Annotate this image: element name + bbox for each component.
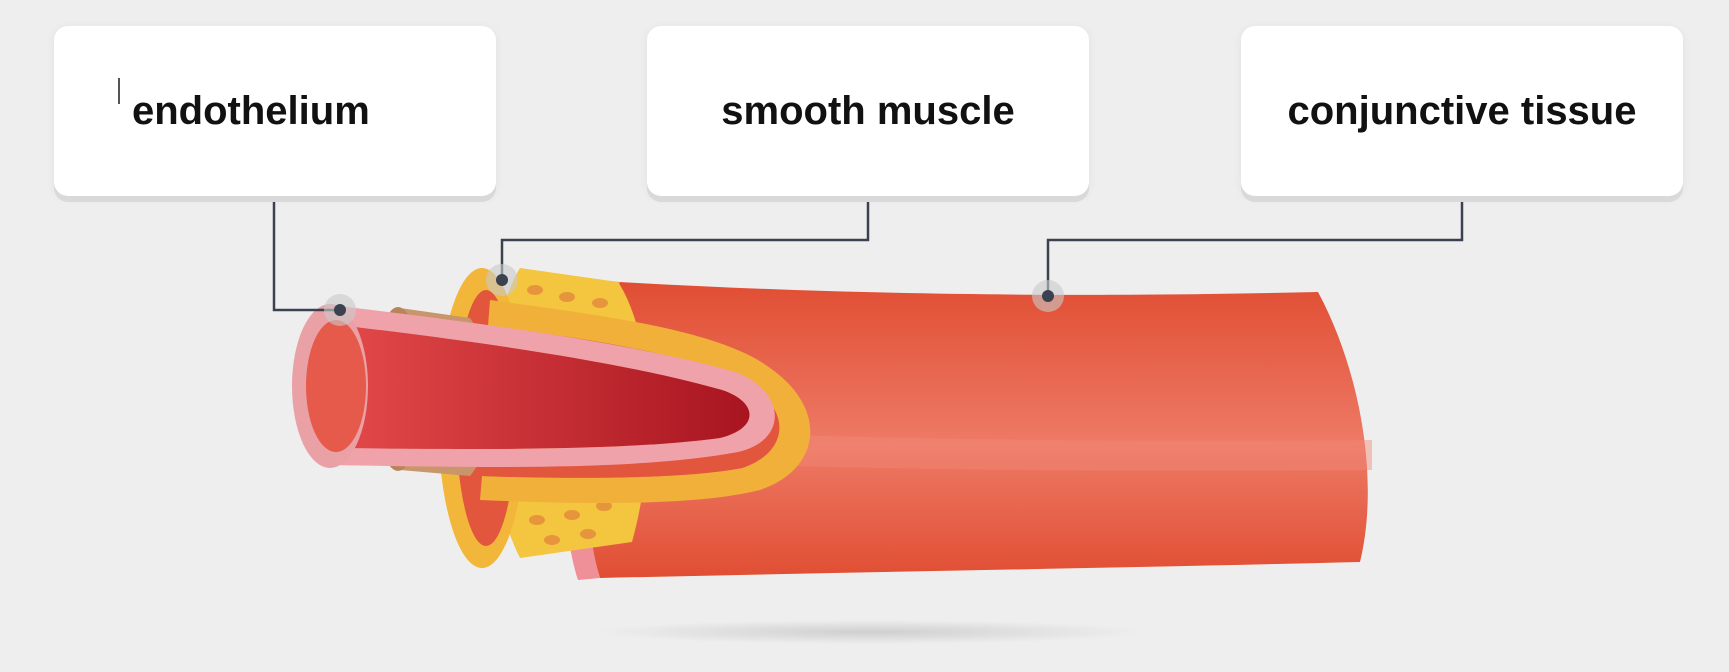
label-conjunctive-tissue: conjunctive tissue: [1288, 89, 1637, 134]
text-cursor: [118, 78, 120, 104]
vessel-shadow: [595, 620, 1145, 644]
marker-dot-smooth-muscle: [496, 274, 508, 286]
label-card-smooth-muscle: smooth muscle: [647, 26, 1089, 196]
marker-dot-conjunctive-tissue: [1042, 290, 1054, 302]
connector-smooth-muscle: [502, 198, 868, 280]
connector-conjunctive-tissue: [1048, 198, 1462, 296]
label-card-conjunctive-tissue: conjunctive tissue: [1241, 26, 1683, 196]
label-smooth-muscle: smooth muscle: [721, 89, 1014, 134]
label-endothelium: endothelium: [132, 89, 370, 134]
marker-dot-endothelium: [334, 304, 346, 316]
endothelium-face-inner: [306, 320, 366, 452]
connector-endothelium: [274, 198, 340, 310]
label-card-endothelium: endothelium: [54, 26, 496, 196]
